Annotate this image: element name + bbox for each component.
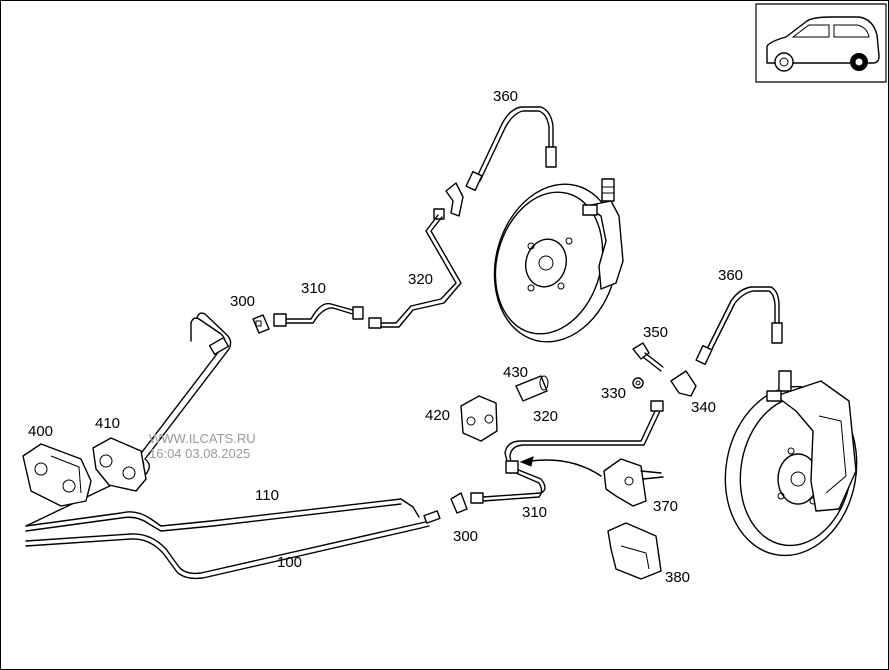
clip-300-upper[interactable] bbox=[252, 314, 270, 334]
brake-caliper-upper[interactable] bbox=[582, 178, 624, 290]
callout-410[interactable]: 410 bbox=[95, 415, 121, 432]
brake-line-320-lower[interactable] bbox=[504, 400, 664, 464]
sleeve-430[interactable] bbox=[515, 375, 549, 402]
callout-370[interactable]: 370 bbox=[653, 498, 679, 515]
sensor-bracket-370[interactable] bbox=[603, 458, 664, 507]
callout-320-upper[interactable]: 320 bbox=[408, 271, 434, 288]
nut-330[interactable] bbox=[632, 377, 644, 389]
brake-hose-360-lower[interactable] bbox=[695, 286, 783, 366]
brake-line-100[interactable] bbox=[25, 510, 441, 580]
brake-hose-310-upper[interactable] bbox=[273, 302, 364, 327]
bracket-340[interactable] bbox=[670, 370, 697, 397]
watermark-timestamp: 16:04 03.08.2025 bbox=[149, 446, 251, 461]
vehicle-thumbnail-icon[interactable] bbox=[755, 3, 887, 83]
callout-330[interactable]: 330 bbox=[601, 385, 627, 402]
callout-110[interactable]: 110 bbox=[255, 487, 279, 504]
watermark-site: WWW.ILCATS.RU bbox=[149, 431, 256, 446]
callout-340[interactable]: 340 bbox=[691, 399, 717, 416]
watermark: WWW.ILCATS.RU 16:04 03.08.2025 bbox=[149, 431, 256, 461]
callout-320-lower[interactable]: 320 bbox=[533, 408, 559, 425]
brake-caliper-lower[interactable] bbox=[766, 370, 857, 512]
callout-300-lower[interactable]: 300 bbox=[453, 528, 479, 545]
brake-hose-310-lower[interactable] bbox=[470, 460, 546, 504]
callout-310-lower[interactable]: 310 bbox=[522, 504, 548, 521]
clip-300-lower[interactable] bbox=[450, 492, 468, 514]
callout-100[interactable]: 100 bbox=[277, 554, 303, 571]
callout-300-upper[interactable]: 300 bbox=[230, 293, 256, 310]
callout-420[interactable]: 420 bbox=[425, 407, 451, 424]
callout-360-lower[interactable]: 360 bbox=[718, 267, 744, 284]
cover-380[interactable] bbox=[607, 522, 662, 580]
callout-400[interactable]: 400 bbox=[28, 423, 54, 440]
callout-350[interactable]: 350 bbox=[643, 324, 669, 341]
brake-pad-set-400[interactable] bbox=[22, 443, 92, 507]
assembly-arrow bbox=[519, 456, 602, 477]
callout-310-upper[interactable]: 310 bbox=[301, 280, 327, 297]
callout-360-upper[interactable]: 360 bbox=[493, 88, 519, 105]
brake-line-320-upper[interactable] bbox=[368, 214, 462, 329]
bolt-350[interactable] bbox=[632, 342, 664, 372]
brake-pad-420[interactable] bbox=[460, 395, 498, 442]
hose-bracket-upper[interactable] bbox=[433, 182, 464, 220]
brake-hose-360-upper[interactable] bbox=[465, 106, 557, 192]
callout-380[interactable]: 380 bbox=[665, 569, 691, 586]
brake-pad-set-410[interactable] bbox=[92, 437, 147, 492]
callout-430[interactable]: 430 bbox=[503, 364, 529, 381]
